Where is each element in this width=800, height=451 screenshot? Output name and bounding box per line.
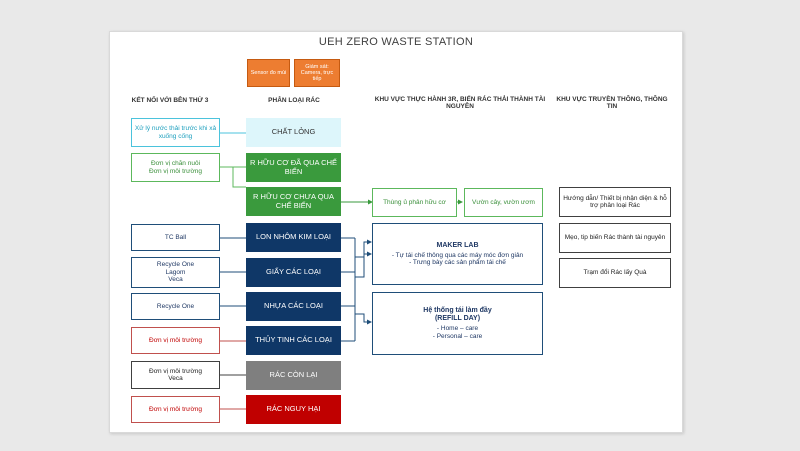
third-party-residual: Đơn vị môi trường Veca: [131, 361, 220, 389]
third-party-hazardous: Đơn vị môi trường: [131, 396, 220, 423]
connector-line: [232, 167, 246, 188]
category-metal-cans: LON NHÔM KIM LOẠI: [246, 223, 341, 252]
connector-arrow: [355, 239, 372, 258]
refill-item: - Home – care: [436, 325, 479, 333]
header-classify: PHÂN LOẠI RÁC: [268, 97, 320, 105]
maker-lab-item: - Tự tái chế thông qua các máy móc đơn g…: [391, 251, 524, 259]
maker-lab-item: - Trưng bày các sản phẩm tái chế: [409, 259, 506, 267]
category-residual: RÁC CÒN LẠI: [246, 361, 341, 390]
third-party-plastic: Recycle One: [131, 293, 220, 320]
refill-title: Hệ thống tái làm đầy (REFILL DAY): [423, 306, 492, 323]
maker-lab-box: MAKER LAB - Tự tái chế thông qua các máy…: [372, 223, 543, 285]
header-practice: KHU VỰC THỰC HÀNH 3R, BIẾN RÁC THẢI THÀN…: [374, 95, 546, 110]
category-plastic: NHỰA CÁC LOẠI: [246, 292, 341, 321]
category-liquid: CHẤT LỎNG: [246, 118, 341, 147]
header-third-party: KẾT NỐI VỚI BÊN THỨ 3: [131, 97, 209, 105]
refill-item: - Personal – care: [432, 332, 483, 340]
connector-arrow: [355, 251, 372, 278]
third-party-wastewater: Xử lý nước thải trước khi xả xuống cống: [131, 118, 220, 147]
sensor-smell-box: Sensor đo mùi: [247, 59, 290, 87]
category-paper: GIẤY CÁC LOẠI: [246, 258, 341, 287]
refill-system-box: Hệ thống tái làm đầy (REFILL DAY) - Home…: [372, 292, 543, 355]
category-unprocessed-organic: R HỮU CƠ CHƯA QUA CHẾ BIẾN: [246, 187, 341, 216]
third-party-organic: Đơn vị chăn nuôi Đơn vị môi trường: [131, 153, 220, 182]
slide: UEH ZERO WASTE STATION Sensor đo mùi Giá…: [109, 31, 683, 433]
category-hazardous: RÁC NGUY HẠI: [246, 395, 341, 424]
garden-box: Vườn cây, vườn ươm: [464, 188, 543, 217]
diagram-title: UEH ZERO WASTE STATION: [318, 36, 474, 48]
compost-bin-box: Thùng ủ phân hữu cơ: [372, 188, 457, 217]
info-exchange-box: Trạm đổi Rác lấy Quà: [559, 258, 671, 288]
sensor-monitor-box: Giám sát: Camera, trực tiếp: [294, 59, 340, 87]
category-processed-organic: R HỮU CƠ ĐÃ QUA CHẾ BIẾN: [246, 153, 341, 182]
maker-lab-title: MAKER LAB: [436, 241, 479, 249]
category-glass: THỦY TINH CÁC LOẠI: [246, 326, 341, 355]
third-party-glass: Đơn vị môi trường: [131, 327, 220, 354]
connector-arrow: [355, 313, 372, 325]
third-party-metal: TC Ball: [131, 224, 220, 251]
info-tips-box: Mẹo, tip biến Rác thành tài nguyên: [559, 223, 671, 253]
third-party-paper: Recycle One Lagom Veca: [131, 257, 220, 288]
connector-lines: [220, 132, 463, 410]
info-guide-box: Hướng dẫn/ Thiết bị nhận diện & hỗ trợ p…: [559, 187, 671, 217]
header-communication: KHU VỰC TRUYỀN THÔNG, THÔNG TIN: [556, 95, 668, 110]
